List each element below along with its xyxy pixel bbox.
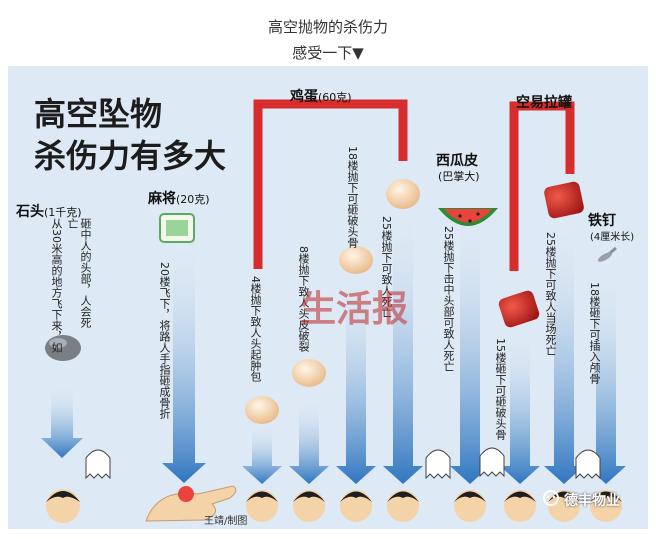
item-egg-name: 鸡蛋(60克)	[290, 89, 352, 105]
stone-note-1: 砸中人的头部，人会死亡	[66, 218, 92, 328]
nail-note-1: 18楼砸下可插入颅骨	[588, 282, 601, 384]
victim-heads	[46, 489, 622, 523]
arrow-watermelon	[450, 216, 490, 484]
item-can-name: 空易拉罐	[516, 95, 572, 111]
item-nail-name: 铁钉	[588, 213, 616, 229]
article-title: 高空抛物的杀伤力	[267, 18, 388, 36]
nail-icon	[597, 246, 617, 262]
arrow-egg-4	[242, 426, 282, 484]
stone-note-2: 从30米高的地方飞下来，如	[50, 218, 63, 353]
ghost-icons	[85, 447, 601, 480]
mahjong-tile-icon	[159, 213, 195, 243]
can-note-15f: 15楼砸下可砸破头骨	[494, 338, 507, 440]
arrow-egg-18	[336, 276, 376, 484]
egg-bracket	[253, 99, 408, 269]
egg-note-18f: 18楼抛下可砸破头骨	[346, 146, 359, 248]
can-bracket	[509, 101, 575, 271]
item-mahjong-name: 麻将(20克)	[148, 191, 210, 207]
article-subtitle: 感受一下▼	[292, 44, 364, 62]
watermark: 生活报	[300, 288, 409, 330]
injured-hand-icon	[145, 485, 237, 522]
poster-graphics	[41, 99, 626, 523]
item-stone-name: 石头(1千克)	[16, 204, 82, 220]
egg-note-25f: 25楼抛下可致人死亡	[380, 216, 393, 318]
poster-title-line2: 杀伤力有多大	[34, 137, 227, 175]
item-watermelon-name: 西瓜皮	[436, 153, 478, 169]
poster-title-line1: 高空坠物	[34, 95, 163, 133]
arrow-can-15	[500, 331, 540, 484]
brand-logo-icon	[543, 490, 559, 506]
watermelon-rind-icon	[438, 208, 498, 226]
stone-icon	[45, 335, 81, 361]
mahjong-note-1: 20楼飞下，将路人手指砸成骨折	[158, 262, 171, 419]
credit-text: 王靖/制图	[204, 516, 248, 527]
watermelon-note-1: 25楼抛下击中头部可致人死亡	[442, 226, 455, 372]
brand-name: 德丰物业	[564, 493, 620, 509]
can-note-25f: 25楼抛下可致人当场死亡	[544, 232, 557, 356]
item-nail-detail: (4厘米长)	[590, 232, 635, 243]
egg-note-4f: 4楼抛下致人头起肿包	[249, 276, 262, 382]
arrow-egg-25	[383, 211, 423, 484]
can-icons	[498, 181, 584, 328]
fall-arrows	[41, 211, 626, 484]
arrow-egg-8	[289, 401, 329, 484]
egg-note-8f: 8楼抛下致人头皮破裂	[297, 246, 310, 352]
arrow-mahjong	[162, 241, 206, 483]
arrow-can-25	[544, 226, 584, 484]
egg-icons	[245, 179, 420, 424]
arrow-nail	[586, 271, 626, 484]
item-watermelon-detail: (巴掌大)	[438, 170, 480, 183]
infographic-poster: 高空坠物 杀伤力有多大 石头(1千克) 砸中人的头部，人会死亡 从30米高的地方…	[8, 66, 648, 529]
arrow-stone	[41, 386, 83, 458]
